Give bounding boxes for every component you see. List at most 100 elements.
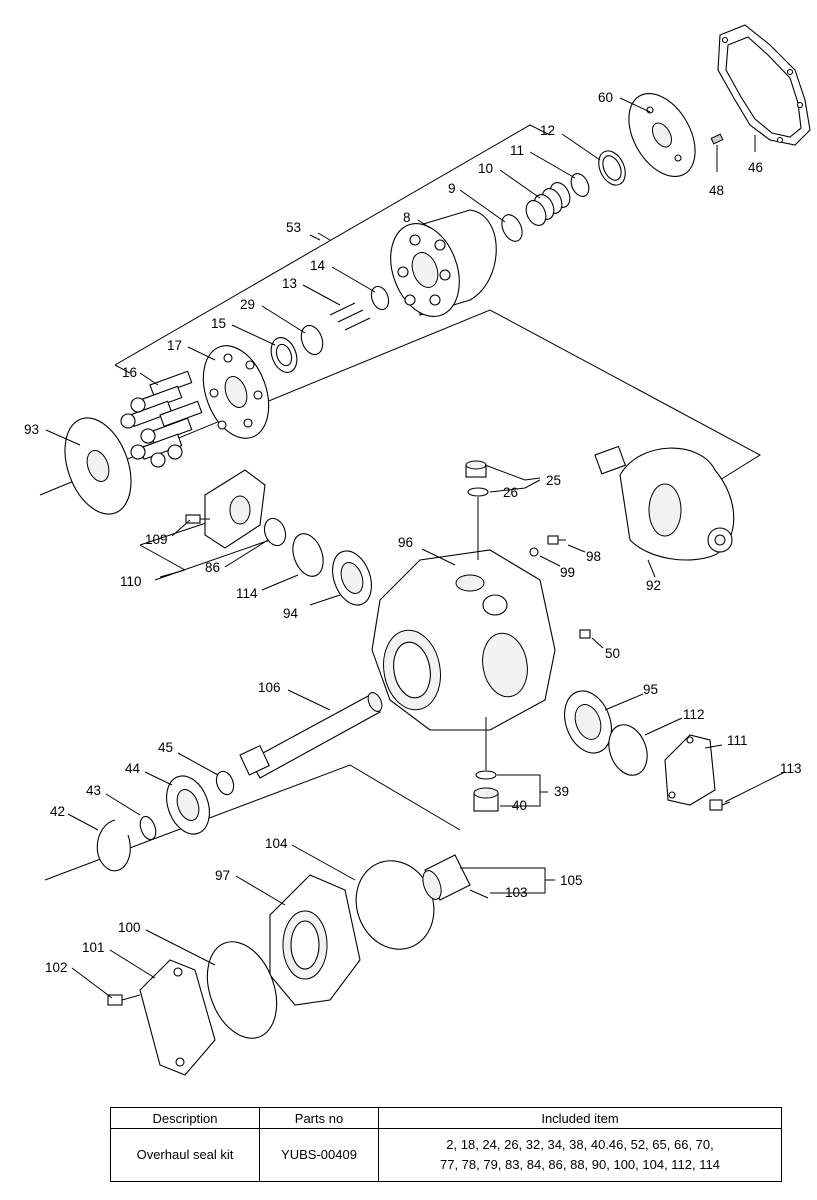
cover-101 (139, 959, 216, 1076)
label-12: 12 (540, 123, 555, 138)
washer-99 (529, 547, 539, 557)
label-10: 10 (478, 161, 493, 176)
plug-50 (579, 629, 591, 639)
valve-plate-60 (628, 93, 696, 177)
snap-ring-45 (215, 770, 235, 796)
label-13: 13 (282, 276, 297, 291)
label-96: 96 (398, 535, 413, 550)
cylinder-block-8 (390, 209, 497, 317)
label-39: 39 (554, 784, 569, 799)
housing-97 (269, 874, 361, 1006)
label-114: 114 (236, 586, 258, 601)
oring-114 (292, 533, 324, 577)
label-104: 104 (265, 836, 288, 851)
oring-39 (475, 770, 497, 780)
included-line-1: 2, 18, 24, 26, 32, 34, 38, 40.46, 52, 65… (446, 1137, 714, 1152)
label-44: 44 (125, 761, 141, 776)
label-92: 92 (646, 578, 661, 593)
pistons-16 (120, 370, 203, 468)
label-11: 11 (510, 143, 524, 158)
label-15: 15 (211, 316, 226, 331)
label-8: 8 (403, 210, 411, 225)
pins-13 (329, 302, 371, 331)
ring-11 (570, 173, 590, 197)
label-109: 109 (145, 532, 168, 547)
label-97: 97 (215, 868, 230, 883)
label-53: 53 (286, 220, 301, 235)
label-45: 45 (158, 740, 173, 755)
bolt-98 (547, 535, 566, 545)
plug-25 (465, 460, 487, 478)
oring-100 (206, 941, 278, 1039)
part-labels: 53 12 60 11 10 9 8 14 13 29 15 17 16 93 … (24, 90, 802, 975)
label-113: 113 (780, 761, 802, 776)
bearing-44 (166, 775, 210, 835)
washer-9 (501, 214, 523, 242)
label-93: 93 (24, 422, 39, 437)
label-106: 106 (258, 680, 281, 695)
pump-casing-96 (371, 549, 556, 731)
table-header-row: Description Parts no Included item (110, 1107, 782, 1129)
label-103: 103 (505, 885, 528, 900)
oring-112 (608, 724, 648, 776)
cover-109 (204, 469, 266, 549)
header-parts-no: Parts no (259, 1107, 379, 1129)
label-40: 40 (512, 798, 527, 813)
label-16: 16 (122, 365, 137, 380)
spring-10 (525, 182, 571, 226)
plug-40 (473, 787, 499, 812)
label-43: 43 (86, 783, 101, 798)
label-17: 17 (167, 338, 182, 353)
included-line-2: 77, 78, 79, 83, 84, 86, 88, 90, 100, 104… (440, 1157, 720, 1172)
bearing-94 (332, 550, 372, 606)
cell-parts-no: YUBS-00409 (259, 1128, 379, 1182)
label-29: 29 (240, 297, 255, 312)
group-outline-lower (44, 764, 461, 881)
label-102: 102 (45, 960, 68, 975)
label-14: 14 (310, 258, 326, 273)
pin-103 (469, 889, 489, 899)
label-110: 110 (120, 574, 142, 589)
retainer-plate-17 (202, 345, 270, 439)
label-46: 46 (748, 160, 763, 175)
header-description: Description (110, 1107, 260, 1129)
label-60: 60 (598, 90, 613, 105)
label-9: 9 (448, 181, 456, 196)
seal-kit-table: Description Parts no Included item Overh… (110, 1107, 782, 1182)
oring-26 (467, 487, 489, 497)
ring-29 (300, 324, 324, 356)
table-row: Overhaul seal kit YUBS-00409 2, 18, 24, … (110, 1128, 782, 1182)
exploded-parts-diagram: 53 12 60 11 10 9 8 14 13 29 15 17 16 93 … (24, 24, 811, 1076)
sleeve-105 (422, 854, 471, 901)
label-25: 25 (546, 473, 561, 488)
label-112: 112 (683, 707, 705, 722)
bolt-109 (185, 514, 210, 524)
swash-housing-92 (594, 445, 735, 561)
label-50: 50 (605, 646, 620, 661)
bolt-102 (107, 994, 141, 1006)
header-included-item: Included item (378, 1107, 782, 1129)
label-26: 26 (503, 485, 518, 500)
label-111: 111 (727, 733, 748, 748)
label-105: 105 (560, 873, 583, 888)
label-94: 94 (283, 606, 299, 621)
label-86: 86 (205, 560, 220, 575)
seal-86 (263, 517, 287, 547)
cell-description: Overhaul seal kit (110, 1128, 260, 1182)
shaft-106 (239, 692, 383, 779)
label-100: 100 (118, 920, 141, 935)
label-99: 99 (560, 565, 575, 580)
label-42: 42 (50, 804, 65, 819)
cell-included-item: 2, 18, 24, 26, 32, 34, 38, 40.46, 52, 65… (378, 1128, 782, 1182)
gasket-46 (717, 24, 811, 146)
leader-lines (45, 97, 786, 999)
bolt-113 (709, 799, 731, 811)
bearing-95 (564, 690, 612, 754)
ring-43 (139, 815, 157, 841)
label-101: 101 (82, 940, 105, 955)
cover-111 (664, 734, 716, 806)
pin-48 (710, 133, 724, 145)
spacer-14 (370, 285, 390, 311)
swash-plate-93 (64, 417, 132, 515)
snap-ring-42 (96, 819, 131, 872)
